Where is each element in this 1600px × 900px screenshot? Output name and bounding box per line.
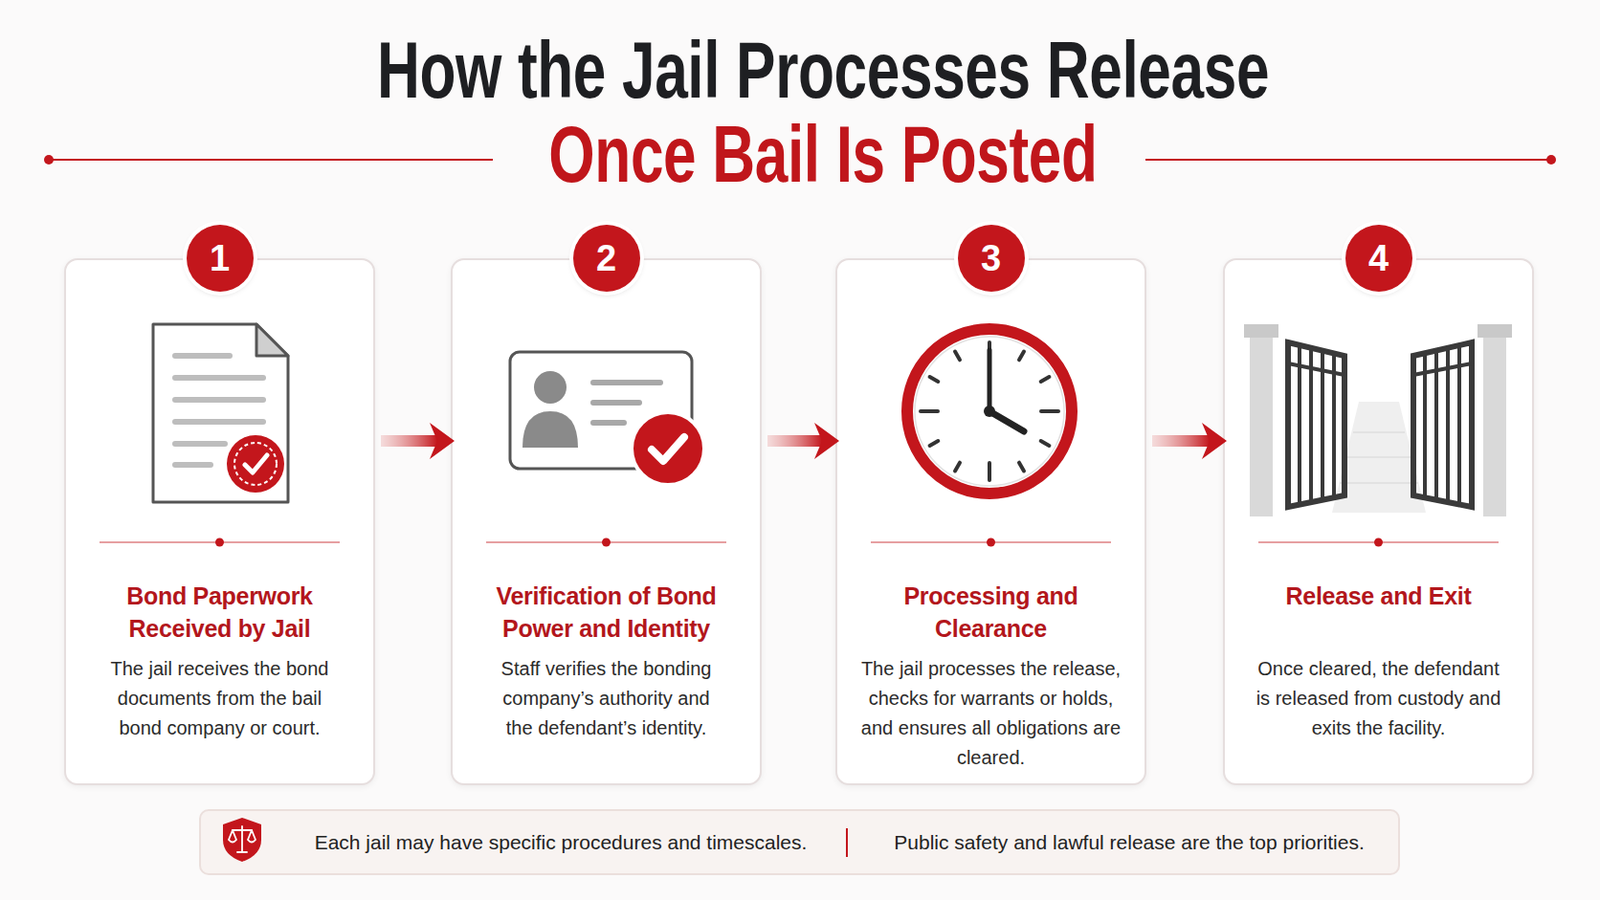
title-rule-part (48, 158, 493, 161)
diagram-title: How the Jail Processes Release (230, 29, 1415, 111)
arrow-head (1201, 422, 1227, 460)
title-rule-part (1145, 158, 1552, 161)
arrow-shaft (380, 435, 438, 447)
footer-note: Public safety and lawful release are the… (861, 831, 1398, 855)
step-card: Bond Paperwork Received by JailThe jail … (64, 258, 376, 786)
step-heading: Bond Paperwork Received by Jail (81, 579, 359, 645)
step-number: 1 (209, 240, 230, 277)
arrow-shaft (1152, 435, 1210, 447)
flow-arrow (1152, 422, 1227, 460)
footer-note: Each jail may have specific procedures a… (264, 831, 858, 855)
step-card: Release and ExitOnce cleared, the defend… (1222, 258, 1534, 786)
step-description: The jail processes the release, checks f… (854, 654, 1128, 774)
step-heading: Verification of Bond Power and Identity (467, 579, 746, 645)
step-heading: Release and Exit (1240, 579, 1518, 613)
title-rule-part (1546, 155, 1556, 165)
arrow-head (814, 422, 840, 460)
step-number: 2 (596, 240, 617, 277)
step-number-badge: 2 (573, 224, 641, 292)
step-number: 4 (1368, 240, 1389, 277)
step-description: Once cleared, the defendant is released … (1255, 654, 1503, 744)
footer-note-band: Each jail may have specific procedures a… (199, 809, 1400, 876)
step-number-badge: 4 (1345, 224, 1413, 292)
arrow-head (429, 422, 455, 460)
step-description: Staff verifies the bonding company’s aut… (488, 654, 724, 744)
step-card: Processing and ClearanceThe jail process… (835, 258, 1147, 786)
arrow-shaft (767, 435, 823, 447)
step-number: 3 (980, 240, 1001, 277)
title-rule-part (44, 155, 54, 165)
flow-arrow (380, 422, 455, 460)
flow-arrow (767, 422, 840, 460)
subtitle: Once Bail Is Posted (230, 113, 1415, 195)
step-number-badge: 3 (957, 224, 1025, 292)
step-heading: Processing and Clearance (852, 579, 1131, 645)
step-description: The jail receives the bond documents fro… (102, 654, 337, 744)
step-card: Verification of Bond Power and IdentityS… (450, 258, 762, 786)
step-number-badge: 1 (186, 224, 254, 292)
